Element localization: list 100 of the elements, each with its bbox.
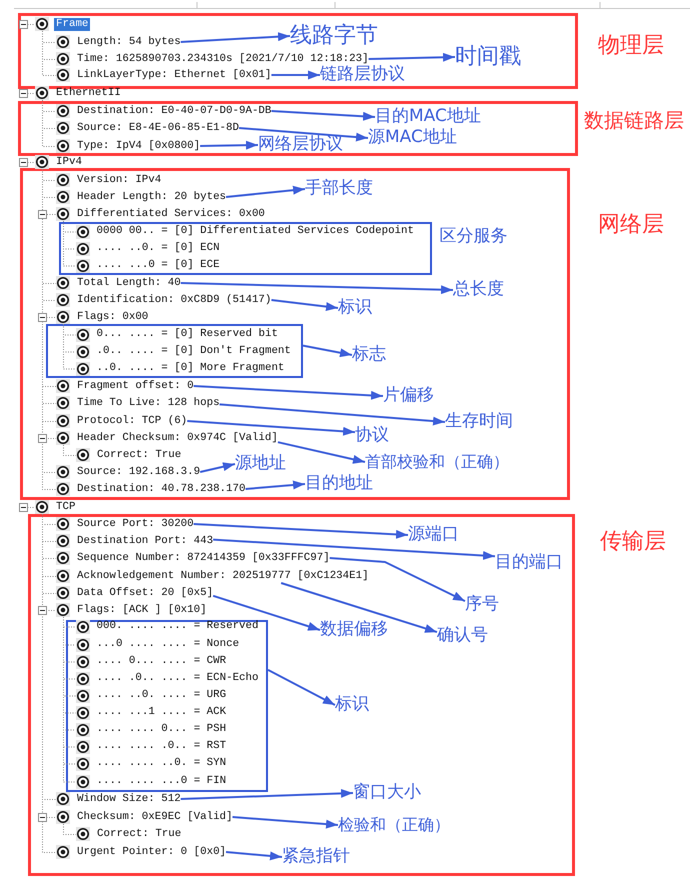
tree-item-text: .... .... ..0. = SYN xyxy=(96,757,226,770)
callout-text: 总长度 xyxy=(453,280,504,300)
tree-item-text: Destination Port: 443 xyxy=(77,534,214,548)
tree-item-text: Flags: [ACK ] [0x10] xyxy=(77,604,207,616)
tree-item-text: .... .... .0.. = RST xyxy=(96,740,226,753)
tree-item-text: Header Length: 20 bytes xyxy=(77,190,226,204)
tree-connector-line xyxy=(63,824,76,835)
arrow xyxy=(368,52,456,62)
tree-connector-line xyxy=(63,324,76,370)
callout-text: 手部长度 xyxy=(305,179,373,199)
arrow xyxy=(271,299,338,312)
tree-item-text: IPv4 xyxy=(56,156,82,168)
callout-text: 标识 xyxy=(338,298,372,318)
arrow xyxy=(271,70,320,80)
arrow xyxy=(280,582,438,634)
arrow xyxy=(212,594,320,631)
arrow xyxy=(200,140,258,150)
arrow xyxy=(194,523,408,539)
callout-text: 源端口 xyxy=(408,525,459,545)
tree-item-text: ...0 .... .... = Nonce xyxy=(96,638,240,651)
arrow xyxy=(226,851,282,860)
callout-text: 目的地址 xyxy=(305,474,373,494)
tree-item-text: Data Offset: 20 [0x5] xyxy=(77,586,214,600)
callout-text: 紧急指针 xyxy=(282,847,350,867)
tree-item-text: 0000 00.. = [0] Differentiated Services Codepoint xyxy=(96,225,414,238)
tree-item-text: .... .... 0... = PSH xyxy=(96,723,226,736)
callout-text: 目的MAC地址 xyxy=(375,107,481,127)
callout-text: 标识 xyxy=(335,695,369,715)
arrow xyxy=(187,420,356,436)
tree-item-text: .... 0... .... = CWR xyxy=(96,655,226,668)
group-frame xyxy=(66,620,268,792)
tree-item-text: Time: 1625890703.234310s [2021/7/10 12:18:23] xyxy=(77,52,369,66)
tree-item-text: Window Size: 512 xyxy=(77,792,181,806)
arrow xyxy=(194,385,384,400)
tree-item-text: Time To Live: 128 hops xyxy=(77,396,220,410)
tree-item-text: .... ...0 = [0] ECE xyxy=(96,259,220,272)
tree-item-text: Length: 54 bytes xyxy=(77,36,181,48)
arrow xyxy=(219,403,446,426)
arrow xyxy=(226,186,306,198)
tree-item-text: .... .0.. .... = ECN-Echo xyxy=(96,672,258,685)
arrow xyxy=(180,788,354,800)
tree-item-text: Correct: True xyxy=(97,448,182,462)
arrow xyxy=(200,462,236,473)
tree-item-text: 0... .... = [0] Reserved bit xyxy=(96,328,278,341)
tree-item-text: Protocol: TCP (6) xyxy=(77,414,188,428)
callout-text: 窗口大小 xyxy=(353,783,421,803)
callout-text: 序号 xyxy=(465,595,499,615)
callout-text: 目的端口 xyxy=(495,553,563,573)
tree-item-text: 000. .... .... = Reserved xyxy=(96,620,258,633)
tree-item-text: Version: IPv4 xyxy=(77,174,162,186)
tree-item-text: TCP xyxy=(56,500,76,514)
callout-text: 数据偏移 xyxy=(320,620,388,640)
layer-heading: 数据链路层 xyxy=(584,108,684,132)
callout-text: 标志 xyxy=(352,345,386,365)
tree-item-text: ..0. .... = [0] More Fragment xyxy=(96,362,284,375)
tree-item-text: LinkLayerType: Ethernet [0x01] xyxy=(77,68,272,82)
arrow xyxy=(180,282,454,294)
tree-item-text: Total Length: 40 xyxy=(77,276,181,290)
callout-text: 网络层协议 xyxy=(258,135,343,155)
layer-heading: 物理层 xyxy=(598,33,664,59)
arrow xyxy=(232,816,338,829)
tree-item-text: Acknowledgement Number: 202519777 [0xC1234E1] xyxy=(77,570,369,582)
tree-item-text: EthernetII xyxy=(56,86,121,100)
callout-text: 源地址 xyxy=(235,454,286,474)
tree-item-text: .0.. .... = [0] Don't Fragment xyxy=(96,345,291,358)
arrow xyxy=(278,441,366,464)
callout-text: 线路字节 xyxy=(290,23,378,49)
arrow xyxy=(238,127,368,142)
arrow xyxy=(302,344,352,358)
callout-text: 时间戳 xyxy=(455,44,521,70)
tree-item-text: Source: 192.168.3.9 xyxy=(77,466,200,478)
arrow xyxy=(271,110,376,121)
callout-text: 生存时间 xyxy=(445,412,513,432)
callout-text: 首部校验和（正确） xyxy=(365,452,509,472)
tree-item-text: Fragment offset: 0 xyxy=(77,380,194,392)
callout-text: 源MAC地址 xyxy=(368,128,457,148)
tree-connector-line xyxy=(63,220,76,266)
arrow xyxy=(213,538,496,560)
tree-item-text: Differentiated Services: 0x00 xyxy=(77,208,265,220)
tree-item-text: .... ..0. .... = URG xyxy=(96,689,226,702)
arrow xyxy=(180,32,290,43)
callout-text: 检验和（正确） xyxy=(338,816,450,834)
tree-item-text: Sequence Number: 872414359 [0x33FFFC97] xyxy=(77,552,330,564)
tree-connector-line xyxy=(63,444,76,456)
arrow xyxy=(245,480,306,490)
tree-item-text: Destination: E0-40-07-D0-9A-DB xyxy=(77,104,272,118)
tree-item-text: Flags: 0x00 xyxy=(77,310,148,324)
tree-item-text: Frame xyxy=(54,18,90,30)
arrow xyxy=(268,669,336,706)
group-frame xyxy=(46,324,303,378)
tree-item-text: Checksum: 0xE9EC [Valid] xyxy=(77,810,233,824)
tree-connector-line xyxy=(42,100,56,147)
callout-text: 片偏移 xyxy=(383,386,434,406)
tree-item-text: Type: IpV4 [0x0800] xyxy=(77,140,200,152)
tree-item-text: .... ..0. = [0] ECN xyxy=(96,242,220,255)
tree-item-text: Source Port: 30200 xyxy=(77,518,194,530)
tree-item-text: .... .... ...0 = FIN xyxy=(96,775,226,788)
callout-text: 确认号 xyxy=(437,626,488,646)
callout-text: 协议 xyxy=(355,426,389,446)
tree-connector-line xyxy=(42,30,56,76)
